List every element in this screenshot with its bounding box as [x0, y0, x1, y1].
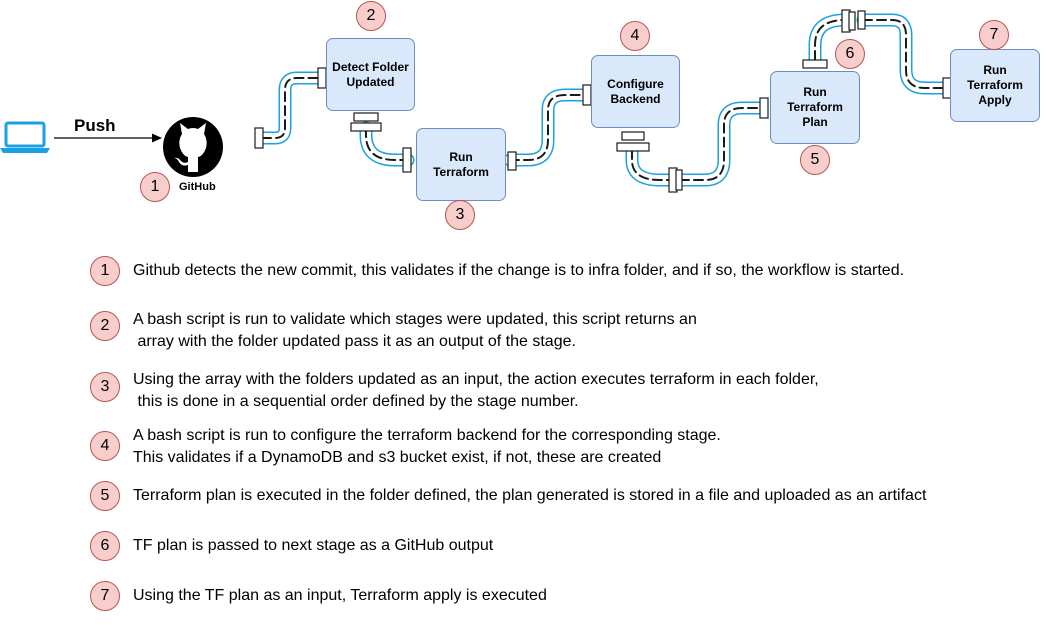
step-item-4: 4 A bash script is run to configure the …	[90, 427, 1040, 475]
step-item-2: 2 A bash script is run to validate which…	[90, 311, 1040, 355]
diagram-badge-6: 6	[835, 39, 865, 69]
step-badge-7: 7	[90, 581, 120, 611]
terraform-plan-label: Run Terraform Plan	[787, 85, 843, 129]
step-item-3: 3 Using the array with the folders updat…	[90, 371, 1040, 416]
step-item-7: 7 Using the TF plan as an input, Terrafo…	[90, 581, 1040, 625]
run-terraform-label: Run Terraform	[433, 149, 489, 179]
step-text-1: Github detects the new commit, this vali…	[133, 262, 905, 279]
step-badge-2: 2	[90, 311, 120, 341]
diagram-badge-2: 2	[356, 1, 386, 31]
diagram-badge-5: 5	[800, 145, 830, 175]
step-badge-1: 1	[90, 256, 120, 286]
step-text-2: A bash script is run to validate which s…	[133, 311, 697, 350]
step-item-1: 1 Github detects the new commit, this va…	[90, 256, 1040, 300]
diagram-badge-3: 3	[445, 200, 475, 230]
step-badge-3: 3	[90, 372, 120, 402]
github-label: GitHub	[179, 181, 216, 193]
configure-backend-label: Configure Backend	[607, 76, 664, 106]
terraform-apply-box: Run Terraform Apply	[950, 49, 1040, 122]
configure-backend-box: Configure Backend	[591, 55, 680, 128]
pipe-connectors	[255, 13, 952, 187]
step-text-6: TF plan is passed to next stage as a Git…	[133, 537, 494, 554]
step-text-5: Terraform plan is executed in the folder…	[133, 487, 927, 504]
run-terraform-box: Run Terraform	[416, 128, 506, 201]
pipe-fittings	[254, 9, 952, 193]
terraform-plan-box: Run Terraform Plan	[770, 71, 860, 144]
step-item-6: 6 TF plan is passed to next stage as a G…	[90, 531, 1040, 575]
detect-folder-box: Detect Folder Updated	[326, 38, 415, 111]
diagram-badge-7: 7	[979, 20, 1009, 50]
diagram-badge-1: 1	[140, 172, 170, 202]
detect-folder-label: Detect Folder Updated	[332, 59, 409, 89]
step-item-5: 5 Terraform plan is executed in the fold…	[90, 481, 1040, 525]
push-arrow	[54, 133, 162, 143]
step-badge-6: 6	[90, 531, 120, 561]
step-badge-4: 4	[90, 431, 120, 461]
terraform-apply-label: Run Terraform Apply	[967, 63, 1023, 107]
step-badge-5: 5	[90, 481, 120, 511]
laptop-icon	[0, 121, 50, 153]
step-text-3: Using the array with the folders updated…	[133, 371, 819, 410]
push-label: Push	[74, 116, 116, 135]
step-text-4: A bash script is run to configure the te…	[133, 427, 721, 466]
workflow-diagram	[0, 9, 952, 193]
diagram-badge-4: 4	[620, 21, 650, 51]
step-text-7: Using the TF plan as an input, Terraform…	[133, 587, 547, 604]
github-icon	[163, 117, 223, 177]
